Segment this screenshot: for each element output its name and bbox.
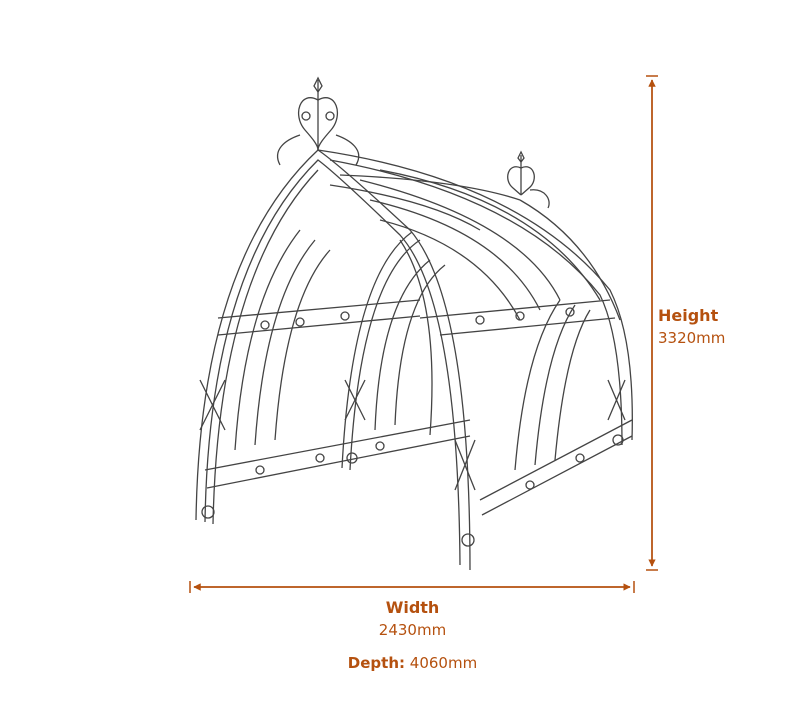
front-finial: [276, 76, 360, 166]
width-title: Width: [385, 598, 440, 617]
arch-structure: [195, 76, 633, 571]
height-title: Height: [658, 306, 719, 325]
back-finial: [507, 150, 550, 209]
depth-value: 4060mm: [409, 654, 478, 672]
depth-label: Depth: 4060mm: [290, 654, 535, 672]
width-value: 2430mm: [378, 621, 447, 639]
width-dimension-line: [189, 581, 635, 593]
height-label: Height 3320mm: [658, 305, 725, 349]
depth-title: Depth:: [347, 654, 406, 672]
height-value: 3320mm: [658, 329, 726, 347]
height-dimension-line: [646, 75, 658, 571]
width-label: Width 2430mm: [290, 597, 535, 641]
